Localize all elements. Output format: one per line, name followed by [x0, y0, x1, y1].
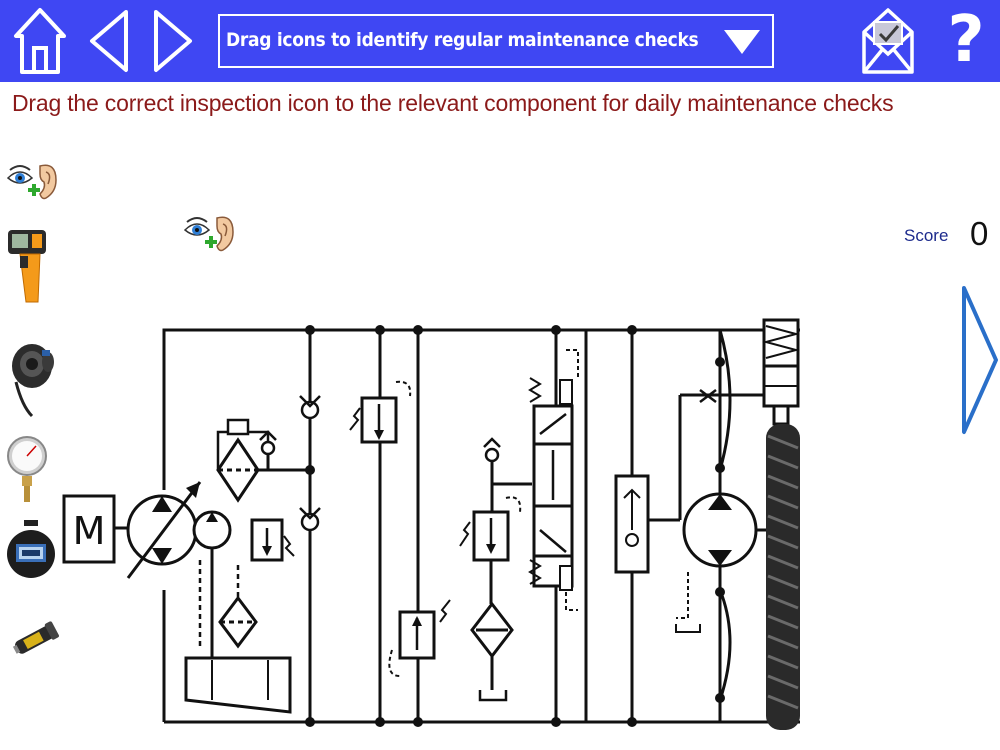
check-valve-component[interactable]: [299, 395, 321, 420]
help-button[interactable]: ?: [947, 3, 985, 77]
back-button[interactable]: [86, 4, 134, 78]
eye-ear-inspection-icon: [6, 164, 57, 200]
relief-valve-component[interactable]: [349, 380, 412, 444]
wheel-tyre-component[interactable]: [766, 424, 800, 730]
filter-component[interactable]: [218, 595, 258, 649]
pressure-gauge-icon: [7, 436, 47, 502]
stopwatch-tool[interactable]: [6, 520, 56, 582]
shuttle-valve-component[interactable]: [614, 474, 650, 574]
hydraulic-motor-component[interactable]: [675, 329, 770, 703]
infrared-thermometer-tool[interactable]: [6, 226, 48, 306]
arrow-left-icon: [90, 10, 128, 72]
brake-cylinder-component[interactable]: [762, 318, 800, 426]
electric-motor-component[interactable]: M: [62, 494, 130, 564]
home-icon: [14, 8, 66, 74]
score-label: Score: [904, 226, 949, 245]
forward-button[interactable]: [148, 4, 196, 78]
eye-ear-inspection-tool[interactable]: [6, 158, 58, 204]
email-icon: [862, 8, 914, 74]
eye-ear-inspection-icon: [183, 216, 234, 252]
flashlight-tool[interactable]: [10, 618, 62, 660]
relief-valve-component[interactable]: [250, 518, 295, 562]
dropdown-caret-icon: [724, 30, 760, 54]
respirator-mask-icon: [12, 344, 54, 418]
reservoir-tank-component[interactable]: [184, 656, 292, 714]
activity-title: Drag icons to identify regular maintenan…: [226, 29, 699, 51]
infrared-thermometer-icon: [8, 230, 46, 303]
filter-component[interactable]: [470, 601, 514, 659]
next-button[interactable]: [960, 282, 1000, 438]
pressure-gauge-tool[interactable]: [6, 434, 48, 506]
activity-selector-dropdown[interactable]: Drag icons to identify regular maintenan…: [218, 14, 774, 68]
stopwatch-icon: [7, 520, 55, 578]
top-toolbar: Drag icons to identify regular maintenan…: [0, 0, 1000, 82]
flashlight-icon: [12, 621, 59, 654]
relief-valve-component[interactable]: [388, 599, 451, 677]
home-button[interactable]: [12, 4, 68, 78]
hydraulic-schematic: M: [62, 318, 800, 730]
boost-pump-component[interactable]: [192, 510, 232, 660]
relief-valve-component[interactable]: [459, 496, 522, 604]
motor-label: M: [73, 509, 106, 553]
chevron-right-icon: [962, 286, 998, 434]
directional-control-valve-component[interactable]: [528, 349, 579, 611]
placed-eye-ear-inspection-icon[interactable]: [182, 210, 236, 256]
email-button[interactable]: [860, 4, 916, 78]
arrow-right-icon: [154, 10, 192, 72]
instruction-text: Drag the correct inspection icon to the …: [12, 90, 894, 116]
filter-component[interactable]: [216, 437, 260, 503]
respirator-mask-tool[interactable]: [8, 336, 56, 420]
score-value: 0: [970, 215, 989, 252]
check-valve-component[interactable]: [299, 507, 321, 532]
hydraulic-pump-component[interactable]: [126, 481, 202, 579]
